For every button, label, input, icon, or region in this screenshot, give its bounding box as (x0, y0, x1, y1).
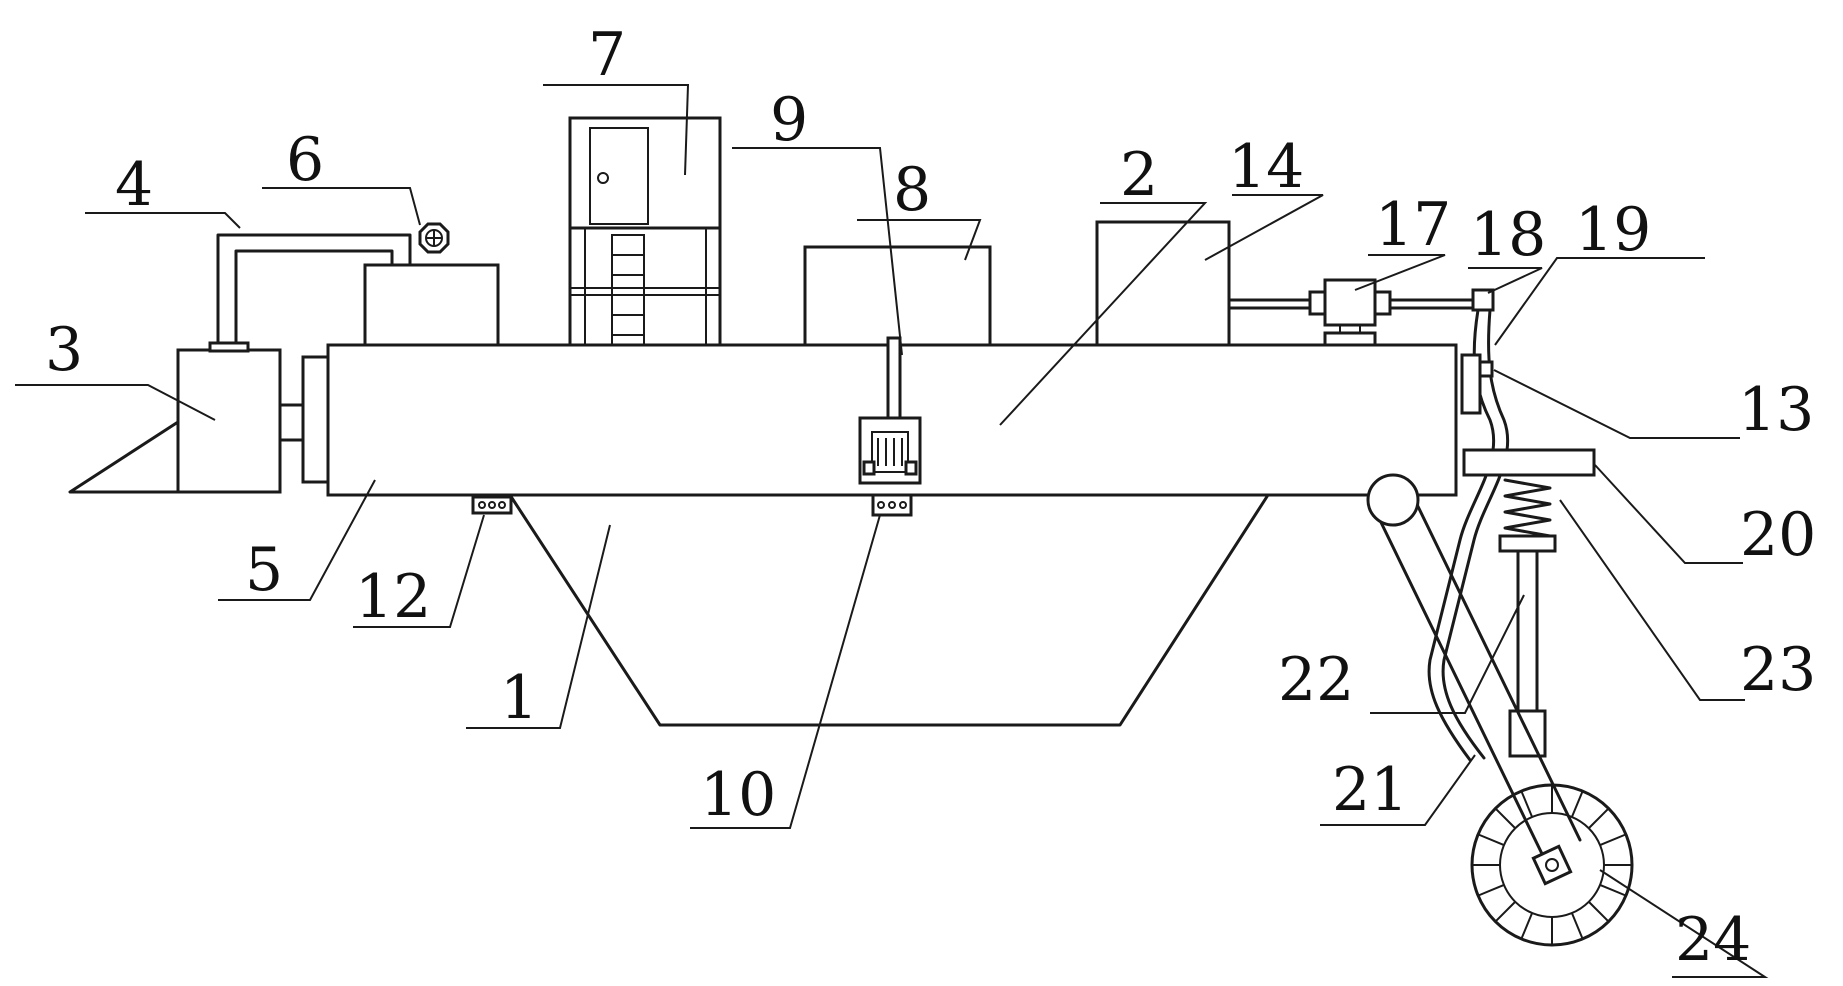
bracket (1462, 448, 1596, 477)
label-20: 20 (1740, 500, 1816, 570)
coupling-base (1323, 331, 1377, 347)
clamp-foot (871, 493, 913, 517)
left-connector (278, 403, 305, 442)
wheel-spoke (1494, 901, 1516, 923)
label-21: 21 (1332, 755, 1408, 825)
hull (508, 493, 1270, 727)
label-9: 9 (770, 85, 808, 155)
label-1: 1 (500, 663, 538, 733)
clamp-inner (871, 431, 909, 473)
wheel-spoke (1570, 790, 1584, 818)
wheel-spoke (1588, 901, 1610, 923)
fitting-nub (1478, 360, 1494, 378)
part-8-box (803, 245, 992, 347)
tank (363, 263, 500, 347)
part-14-box (1095, 220, 1231, 347)
spring-seat (1498, 534, 1557, 553)
wheel-spokes (1472, 785, 1632, 945)
wheel-spoke (1599, 833, 1627, 847)
label-24: 24 (1675, 905, 1751, 975)
wheel-spoke (1599, 883, 1627, 897)
label-5: 5 (245, 535, 283, 605)
wheel-hub (1531, 844, 1573, 886)
label-19: 19 (1575, 195, 1651, 265)
label-4: 4 (115, 150, 153, 220)
label-2: 2 (1120, 140, 1158, 210)
wheel-spoke (1494, 807, 1516, 829)
label-7: 7 (588, 20, 626, 90)
wheel-spoke (1477, 833, 1505, 847)
ladder (611, 234, 645, 346)
cabinet-door (589, 127, 649, 225)
wheel-spoke (1570, 912, 1584, 940)
pivot (1366, 473, 1420, 527)
wheel-spoke (1520, 912, 1534, 940)
label-18: 18 (1470, 200, 1546, 270)
wheel-spoke (1477, 883, 1505, 897)
label-22: 22 (1278, 645, 1354, 715)
side-fitting (1460, 353, 1482, 415)
left-end-block (301, 355, 330, 484)
label-8: 8 (893, 155, 931, 225)
label-12: 12 (355, 562, 431, 632)
part-3-edge (68, 420, 182, 494)
spring (1503, 478, 1552, 538)
cabinet-top (568, 116, 722, 230)
sensor (471, 495, 513, 515)
door-knob (597, 172, 609, 184)
label-6: 6 (286, 125, 324, 195)
label-14: 14 (1228, 132, 1304, 202)
pipe-inner (234, 249, 394, 345)
strut (1516, 549, 1539, 713)
label-13: 13 (1738, 375, 1814, 445)
wheel-spoke (1588, 807, 1610, 829)
arm (1373, 508, 1547, 862)
label-10: 10 (700, 760, 776, 830)
joint (1471, 288, 1495, 312)
wheel-spoke (1520, 790, 1534, 818)
strut-foot (1508, 709, 1547, 758)
coupling (1323, 278, 1377, 327)
label-17: 17 (1375, 190, 1451, 260)
rod (886, 336, 902, 420)
label-3: 3 (45, 315, 83, 385)
label-23: 23 (1740, 635, 1816, 705)
pipe-outer (216, 233, 412, 345)
part-3-cap (208, 341, 250, 353)
part-3-box (176, 348, 282, 494)
leader-lines (15, 84, 1769, 978)
